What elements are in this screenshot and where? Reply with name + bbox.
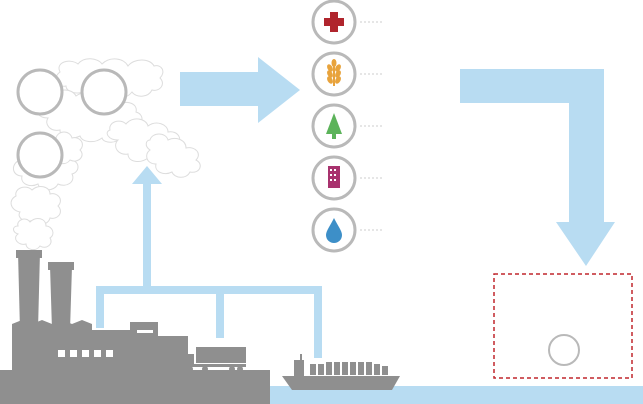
truck — [184, 347, 246, 372]
water-drop-icon — [311, 207, 384, 253]
emission-circle — [16, 68, 64, 116]
forest-icon — [311, 103, 384, 149]
emission-circle — [16, 131, 64, 179]
buildings-icon — [311, 155, 384, 201]
ground — [0, 370, 270, 404]
agriculture-icon — [311, 51, 384, 97]
destination-box — [493, 273, 633, 379]
cargo-ship — [282, 354, 400, 390]
factory — [12, 250, 188, 370]
right-arrow — [180, 57, 300, 123]
destination-circle — [548, 334, 580, 366]
up-arrow-network — [96, 166, 322, 358]
impact-icons — [311, 0, 384, 253]
water-surface — [270, 386, 643, 404]
emission-circles — [16, 68, 128, 179]
bent-down-arrow — [460, 69, 615, 266]
health-icon — [311, 0, 384, 45]
emission-circle — [80, 68, 128, 116]
